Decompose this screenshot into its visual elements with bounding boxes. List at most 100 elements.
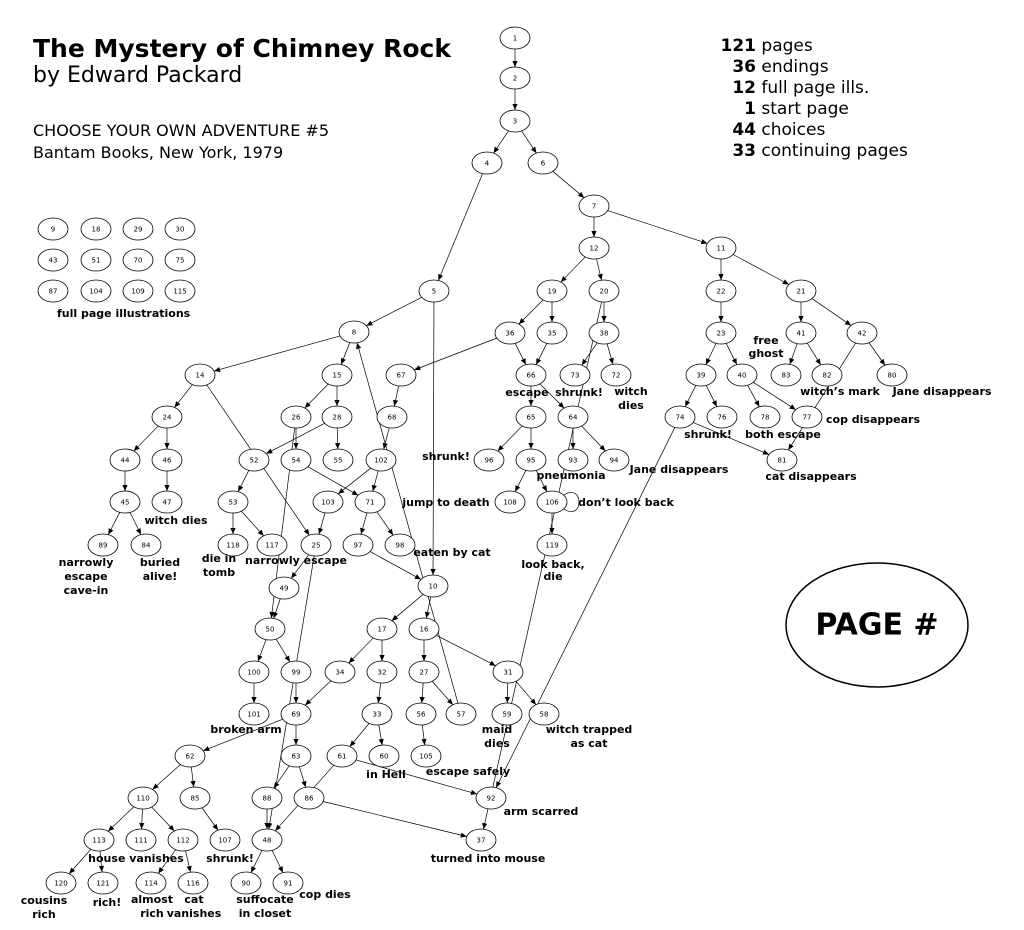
page-node-label: 82 xyxy=(823,372,832,380)
series-info: CHOOSE YOUR OWN ADVENTURE #5 Bantam Book… xyxy=(33,120,329,164)
page-node-label: 117 xyxy=(265,542,278,550)
ending-annotation: jump to death xyxy=(401,496,489,509)
page-node-6: 6 xyxy=(527,151,559,175)
page-node-48: 48 xyxy=(251,828,283,852)
edge-86-37 xyxy=(323,801,467,838)
page-node-71: 71 xyxy=(354,490,386,514)
edge-49-50 xyxy=(273,598,281,619)
page-node-label: 110 xyxy=(136,795,149,803)
page-node-label: 61 xyxy=(338,753,347,761)
ending-annotation: tomb xyxy=(203,566,235,579)
page-node-label: 38 xyxy=(600,330,609,338)
page-node-label: 57 xyxy=(457,711,466,719)
illustration-page-label: 70 xyxy=(134,257,143,265)
page-node-label: 120 xyxy=(54,880,67,888)
edge-64-93 xyxy=(570,428,576,449)
page-node-label: 40 xyxy=(738,372,747,380)
page-node-label: 90 xyxy=(242,880,251,888)
ending-annotation: Jane disappears xyxy=(629,463,729,476)
page-node-83: 83 xyxy=(770,363,802,387)
edge-15-28 xyxy=(334,386,340,406)
page-node-label: 65 xyxy=(527,414,536,422)
edge-53-117 xyxy=(241,510,264,537)
page-node-label: 5 xyxy=(432,288,436,296)
edge-110-113 xyxy=(107,806,135,832)
page-node-7: 7 xyxy=(578,194,610,218)
page-node-label: 49 xyxy=(280,585,289,593)
edge-85-107 xyxy=(201,807,219,831)
edge-56-105 xyxy=(421,724,427,746)
page-node-15: 15 xyxy=(321,363,353,387)
illustration-page-label: 9 xyxy=(51,226,55,234)
page-node-93: 93 xyxy=(557,448,589,472)
page-node-103: 103 xyxy=(312,490,344,514)
edge-11-22 xyxy=(718,259,724,280)
page-node-label: 16 xyxy=(420,626,429,634)
page-node-label: 92 xyxy=(487,795,496,803)
ending-annotation: in Hell xyxy=(366,768,406,781)
illustration-page-51: 51 xyxy=(80,248,112,272)
ending-annotation: house vanishes xyxy=(88,852,184,865)
edge-40-77 xyxy=(753,381,796,411)
ending-annotation: buried xyxy=(140,556,180,569)
page-node-label: 63 xyxy=(292,753,301,761)
page-node-36: 36 xyxy=(494,321,526,345)
page-key-oval xyxy=(785,562,969,688)
page-node-label: 17 xyxy=(378,626,387,634)
edge-71-98 xyxy=(376,511,394,536)
page-node-label: 119 xyxy=(545,542,558,550)
page-node-1: 1 xyxy=(499,26,531,50)
stats-panel: 121 pages 36 endings 12 full page ills. … xyxy=(712,36,908,162)
illustration-page-70: 70 xyxy=(122,248,154,272)
page-node-label: 48 xyxy=(263,837,272,845)
page-node-72: 72 xyxy=(600,363,632,387)
edge-27-56 xyxy=(419,682,425,704)
illustration-page-75: 75 xyxy=(164,248,196,272)
edge-3-4 xyxy=(493,130,509,154)
page-node-50: 50 xyxy=(254,617,286,641)
page-node-label: 84 xyxy=(142,542,151,550)
edge-38-72 xyxy=(606,343,614,365)
page-node-110: 110 xyxy=(127,786,159,810)
edge-66-65 xyxy=(528,386,534,406)
page-node-54: 54 xyxy=(280,448,312,472)
page-node-label: 15 xyxy=(333,372,342,380)
ending-annotation: rich xyxy=(32,908,56,921)
page-node-label: 32 xyxy=(378,669,387,677)
edge-28-55 xyxy=(335,427,341,450)
edge-28-52 xyxy=(266,423,325,454)
illustration-page-label: 109 xyxy=(131,288,144,296)
page-node-57: 57 xyxy=(445,702,477,726)
ending-annotation: rich! xyxy=(93,896,122,909)
page-node-label: 34 xyxy=(336,669,345,677)
page-node-88: 88 xyxy=(251,786,283,810)
page-node-64: 64 xyxy=(557,405,589,429)
edge-48-91 xyxy=(271,850,284,873)
page-node-74: 74 xyxy=(664,405,696,429)
page-node-44: 44 xyxy=(109,448,141,472)
ending-annotation: cop dies xyxy=(299,888,351,901)
page-node-38: 38 xyxy=(588,321,620,345)
ending-annotation: cat xyxy=(184,893,203,906)
page-node-label: 54 xyxy=(292,457,301,465)
page-node-45: 45 xyxy=(109,490,141,514)
page-node-62: 62 xyxy=(174,744,206,768)
ending-annotation: as cat xyxy=(570,737,607,750)
page-node-label: 59 xyxy=(503,711,512,719)
page-node-61: 61 xyxy=(326,744,358,768)
edge-16-27 xyxy=(421,640,427,661)
page-node-63: 63 xyxy=(280,744,312,768)
edge-5-8 xyxy=(366,296,422,327)
ending-annotation: cousins xyxy=(21,894,68,907)
edge-10-16 xyxy=(424,596,432,619)
page-node-label: 19 xyxy=(548,288,557,296)
edge-25-49 xyxy=(290,554,310,579)
illustrations-caption: full page illustrations xyxy=(57,307,191,320)
ending-annotation: narrowly xyxy=(59,556,114,569)
ending-annotation: turned into mouse xyxy=(431,852,546,865)
page-node-67: 67 xyxy=(385,363,417,387)
page-node-107: 107 xyxy=(209,828,241,852)
edge-65-96 xyxy=(497,425,523,452)
